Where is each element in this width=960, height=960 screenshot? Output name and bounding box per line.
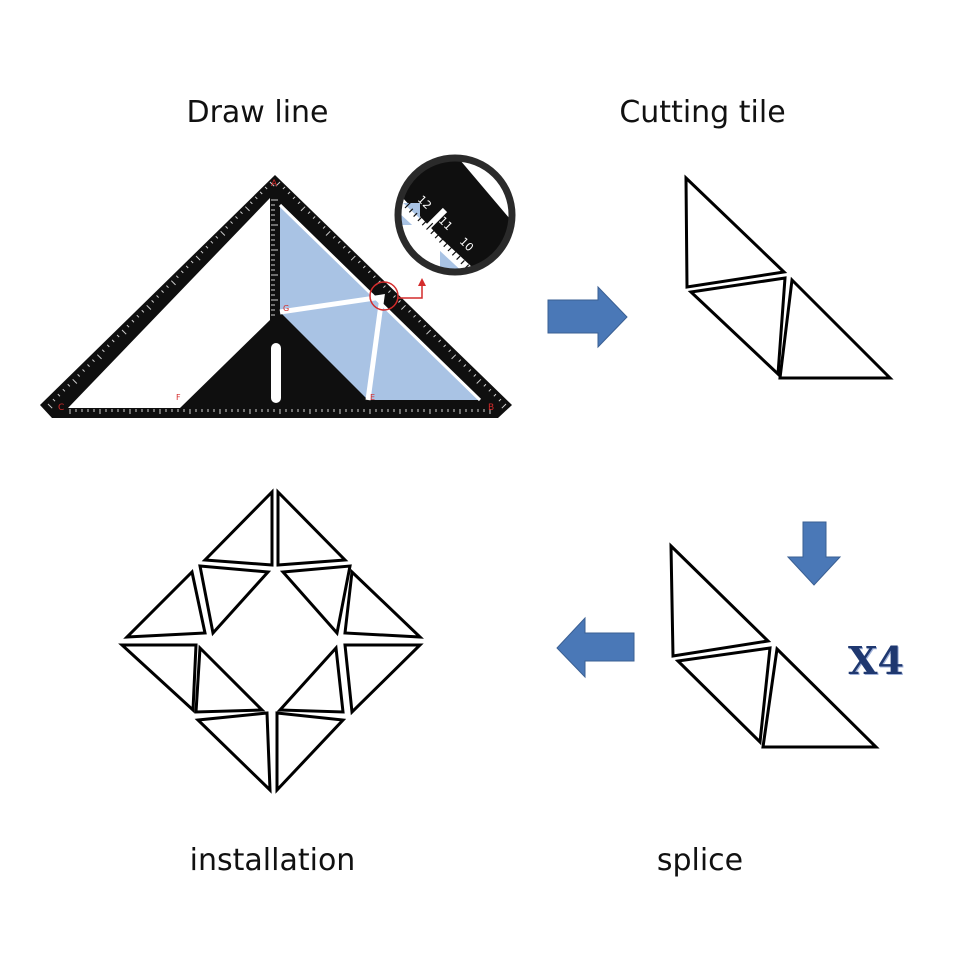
highlight-pointer: [398, 284, 423, 299]
vertex-label-f: F: [176, 393, 181, 402]
vertex-label-e: E: [370, 393, 375, 402]
install-tile: [343, 643, 424, 716]
magnifier-zoom-icon: 12 11 10: [394, 154, 516, 276]
vertex-label-g: G: [283, 304, 289, 313]
vertex-label-c: C: [58, 403, 64, 413]
arrow-down-icon: [786, 521, 842, 586]
highlight-circle: [369, 281, 399, 311]
step-label-draw-line: Draw line: [186, 95, 329, 130]
install-tile: [276, 488, 349, 567]
installation-pattern: [118, 488, 424, 794]
install-tile: [279, 564, 352, 637]
install-tile: [194, 644, 266, 714]
cut-tile-top: [684, 174, 788, 289]
cut-tile-middle: [687, 276, 787, 378]
vertex-label-b: B: [488, 403, 494, 413]
cut-tile-bottom: [778, 276, 894, 380]
install-tile: [194, 711, 272, 794]
install-tile: [201, 488, 274, 567]
ruler-cutout-left: [68, 198, 270, 408]
install-tile: [276, 644, 345, 714]
cut-tiles: [684, 174, 894, 380]
ruler-inner-edge: [278, 203, 482, 402]
step-label-splice: splice: [656, 843, 744, 878]
step-label-cutting-tile: Cutting tile: [619, 95, 786, 130]
install-tile: [343, 568, 424, 639]
pointer-arrowhead-icon: [418, 278, 426, 286]
install-tile: [118, 643, 198, 714]
install-tile: [275, 711, 347, 794]
arrow-left-icon: [556, 616, 635, 679]
multiplier-label: X4: [848, 638, 904, 683]
splice-tile-bottom: [761, 645, 880, 749]
triangle-ruler: A B C E F G: [40, 175, 512, 418]
ruler-ticks: [47, 181, 507, 414]
splice-tiles: [669, 542, 880, 749]
drawn-line: [279, 294, 385, 401]
vertex-label-a: A: [271, 179, 278, 189]
splice-tile-middle: [674, 646, 772, 746]
splice-tile-top: [669, 542, 772, 658]
arrow-right-icon: [547, 285, 628, 349]
install-tile: [123, 568, 207, 639]
ruler-slot: [271, 343, 281, 403]
step-label-installation: installation: [189, 843, 356, 878]
install-tile: [198, 564, 272, 637]
